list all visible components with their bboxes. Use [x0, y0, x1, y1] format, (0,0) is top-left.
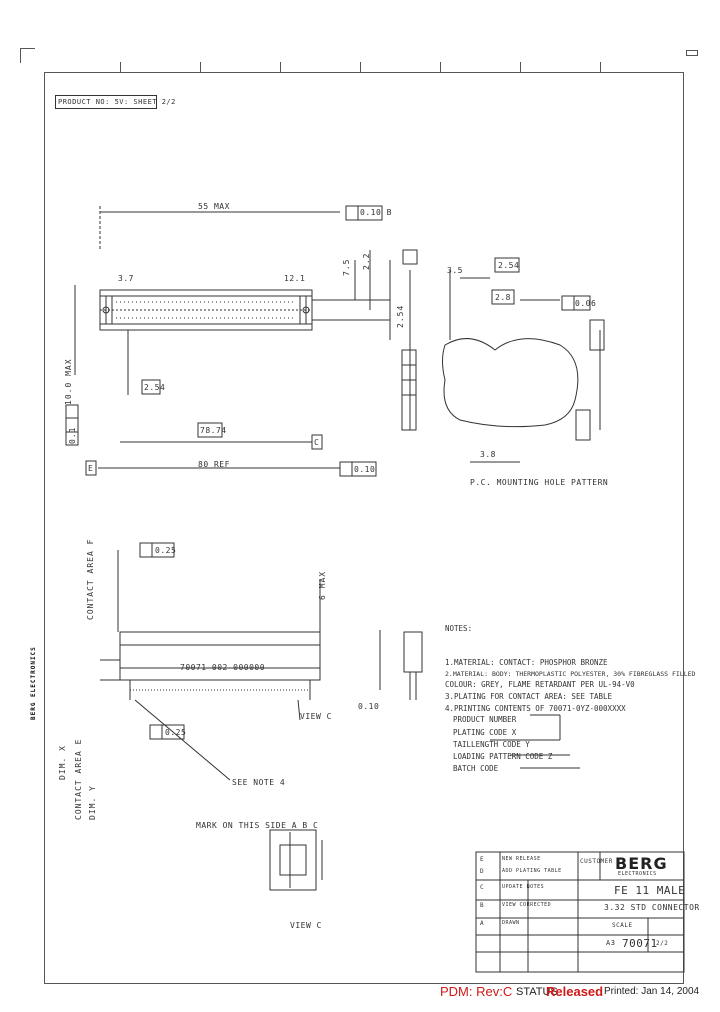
rev-text-c: UPDATE NOTES — [502, 884, 545, 890]
dim-3-7: 3.7 — [118, 274, 134, 283]
datum-e-right: 0.06 — [575, 299, 597, 308]
view-c-outline — [269, 829, 317, 891]
zone-ticks-top — [44, 62, 684, 72]
title-scale: SCALE — [612, 922, 633, 929]
dim-0-25-a: 0.25 — [155, 546, 177, 555]
dim-78-74: 78.74 — [200, 426, 227, 435]
dim-3-5: 3.5 — [447, 266, 463, 275]
dim-3-8: 3.8 — [480, 450, 496, 459]
printed-date: Printed: Jan 14, 2004 — [604, 986, 700, 997]
note-2: 2.MATERIAL: BODY: THERMOPLASTIC POLYESTE… — [445, 670, 696, 678]
pdm-revision: PDM: Rev:C — [440, 984, 513, 999]
title-line-1: FE 11 MALE — [614, 884, 686, 897]
dim-55-max: 55 MAX — [198, 202, 230, 211]
side-brand-marker: BERG ELECTRONICS — [30, 646, 37, 720]
dim-2-2: 2.2 — [362, 252, 371, 270]
pdm-status-bar: PDM: Rev:C STATUS Released Printed: Jan … — [0, 980, 720, 1012]
notes-block: NOTES: 1.MATERIAL: CONTACT: PHOSPHOR BRO… — [445, 624, 695, 784]
rev-row-d: D — [480, 868, 485, 875]
title-drawing-number: 70071 — [622, 937, 658, 950]
note-4b: PLATING CODE X — [453, 728, 517, 737]
note-4e: BATCH CODE — [453, 764, 499, 773]
connector-front-view-body — [119, 631, 321, 681]
datum-c-top: C — [314, 438, 320, 447]
company-sub: ELECTRONICS — [618, 871, 657, 877]
frame-corner-tl — [20, 48, 35, 63]
dim-80-ref: 80 REF — [198, 460, 230, 469]
title-customer: CUSTOMER — [580, 858, 613, 865]
note-4d: LOADING PATTERN CODE Z — [453, 752, 553, 761]
dim-x-label: DIM. X — [58, 745, 67, 780]
product-number-text: PRODUCT NO: 5V: SHEET 2/2 — [58, 98, 176, 106]
dim-2-8: 2.8 — [495, 293, 511, 302]
datum-e: E — [88, 464, 94, 473]
dim-0-10-side: 0.10 — [358, 702, 380, 711]
note-4: 4.PRINTING CONTENTS OF 70071-0YZ-000XXXX — [445, 704, 626, 713]
status-value: Released — [546, 984, 604, 999]
dim-0-10-b: 0.10 B — [360, 208, 392, 217]
rev-row-a: A — [480, 920, 485, 927]
contact-area-e-label: CONTACT AREA E — [74, 738, 83, 820]
rev-text-e: NEW RELEASE — [502, 856, 541, 862]
view-c-label: VIEW C — [290, 921, 322, 930]
dim-2-54-b: 2.54 — [498, 261, 520, 270]
see-note-4: SEE NOTE 4 — [232, 778, 286, 787]
frame-corner-tr — [686, 50, 698, 56]
dim-12-1: 12.1 — [284, 274, 306, 283]
dim-0-10-box: 0.10 — [354, 465, 376, 474]
pcb-pattern-label: P.C. MOUNTING HOLE PATTERN — [470, 478, 609, 487]
dim-2-54-a: 2.54 — [396, 304, 405, 328]
mark-side-label: MARK ON THIS SIDE A B C — [196, 821, 319, 830]
view-c-marker: VIEW C — [300, 712, 332, 721]
note-4a: PRODUCT NUMBER — [453, 715, 517, 724]
pcb-hole-pattern-outline — [442, 338, 579, 428]
rev-row-e: E — [480, 856, 485, 863]
rev-row-b: B — [480, 902, 485, 909]
rev-text-a: DRAWN — [502, 920, 520, 926]
dim-2-54-box: 2.54 — [144, 383, 166, 392]
note-4c: TAILLENGTH CODE Y — [453, 740, 530, 749]
dim-10-max: 10.0 MAX — [64, 358, 73, 405]
notes-title: NOTES: — [445, 624, 473, 633]
product-number-box: PRODUCT NO: 5V: SHEET 2/2 — [55, 95, 175, 109]
dim-y-label: DIM. Y — [88, 785, 97, 820]
dim-tol-stack: 0.1 — [68, 426, 77, 444]
title-line-2: 3.32 STD CONNECTOR — [604, 903, 700, 912]
rev-text-b: VIEW CORRECTED — [502, 902, 552, 908]
note-1: 1.MATERIAL: CONTACT: PHOSPHOR BRONZE — [445, 658, 608, 667]
title-block — [475, 851, 685, 973]
dim-7-5: 7.5 — [342, 258, 351, 276]
company-logo: BERG — [615, 854, 668, 873]
title-size: A3 — [606, 939, 616, 947]
status-label: STATUS — [516, 986, 558, 998]
contact-area-f-label: CONTACT AREA F — [86, 538, 95, 620]
rev-row-c: C — [480, 884, 485, 891]
dim-6-max: 6 MAX — [318, 570, 327, 600]
drawing-frame — [44, 72, 684, 984]
dim-0-25-b: 0.25 — [165, 728, 187, 737]
revision-table: E NEW RELEASE D ADD PLATING TABLE C UPDA… — [478, 856, 576, 966]
title-sheet: 2/2 — [656, 940, 669, 947]
rev-text-d: ADD PLATING TABLE — [502, 868, 562, 874]
note-3: 3.PLATING FOR CONTACT AREA: SEE TABLE — [445, 692, 613, 701]
part-print-label: 70071-002-000000 — [180, 663, 266, 672]
note-2b: COLOUR: GREY, FLAME RETARDANT PER UL-94-… — [445, 680, 635, 689]
